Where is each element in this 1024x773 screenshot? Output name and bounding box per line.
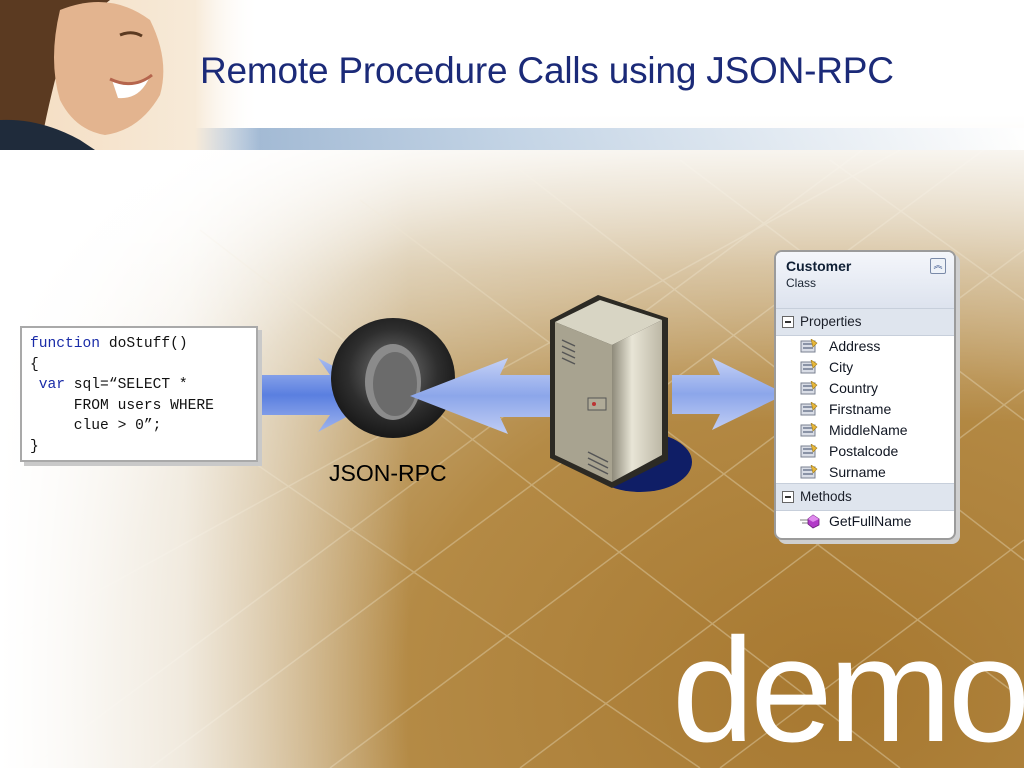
collapse-minus-icon[interactable]	[782, 491, 794, 503]
arrow-server-to-json	[410, 358, 552, 434]
collapse-minus-icon[interactable]	[782, 316, 794, 328]
properties-label: Properties	[800, 314, 862, 329]
property-label: Postalcode	[829, 443, 899, 459]
class-type: Class	[786, 276, 817, 290]
arrow-code-to-json	[262, 358, 388, 432]
code-line: clue > 0”;	[30, 418, 162, 434]
property-label: Firstname	[829, 401, 892, 417]
code-snippet: function doStuff() { var sql=“SELECT * F…	[30, 334, 248, 457]
property-icon	[800, 360, 818, 374]
json-logo-icon	[331, 318, 455, 438]
property-item[interactable]: Postalcode	[776, 441, 954, 462]
json-rpc-label: JSON-RPC	[329, 460, 447, 486]
code-box: function doStuff() { var sql=“SELECT * F…	[20, 326, 258, 462]
property-item[interactable]: Country	[776, 378, 954, 399]
property-item[interactable]: Surname	[776, 462, 954, 483]
method-item[interactable]: GetFullName	[776, 511, 954, 532]
property-icon	[800, 465, 818, 479]
class-name: Customer	[786, 258, 852, 274]
property-icon	[800, 339, 818, 353]
property-icon	[800, 444, 818, 458]
property-item[interactable]: Firstname	[776, 399, 954, 420]
property-icon	[800, 423, 818, 437]
methods-section-header[interactable]: Methods	[776, 483, 954, 511]
property-label: MiddleName	[829, 422, 908, 438]
property-label: City	[829, 359, 854, 375]
property-icon	[800, 402, 818, 416]
code-line: }	[30, 438, 39, 455]
slide-title: Remote Procedure Calls using JSON-RPC	[200, 50, 894, 91]
arrow-server-to-class	[672, 358, 786, 430]
property-label: Surname	[829, 464, 886, 480]
code-keyword: var	[30, 377, 66, 393]
properties-section-header[interactable]: Properties	[776, 308, 954, 336]
property-item[interactable]: MiddleName	[776, 420, 954, 441]
property-item[interactable]: City	[776, 357, 954, 378]
collapse-icon[interactable]: ︽	[930, 258, 946, 274]
class-header: Customer Class ︽	[776, 252, 954, 308]
method-label: GetFullName	[829, 513, 912, 529]
method-icon	[800, 514, 820, 529]
code-line: {	[30, 356, 39, 373]
server-icon	[550, 295, 692, 492]
methods-label: Methods	[800, 489, 852, 504]
property-icon	[800, 381, 818, 395]
header-photo	[0, 0, 260, 150]
code-keyword: function	[30, 336, 101, 352]
property-label: Country	[829, 380, 879, 396]
code-line: FROM users WHERE	[30, 397, 214, 414]
code-line: sql=“SELECT *	[65, 377, 188, 393]
code-line: doStuff()	[100, 336, 188, 352]
methods-list: GetFullName	[776, 511, 954, 532]
property-label: Address	[829, 338, 881, 354]
demo-label: demo	[672, 608, 1024, 773]
property-item[interactable]: Address	[776, 336, 954, 357]
